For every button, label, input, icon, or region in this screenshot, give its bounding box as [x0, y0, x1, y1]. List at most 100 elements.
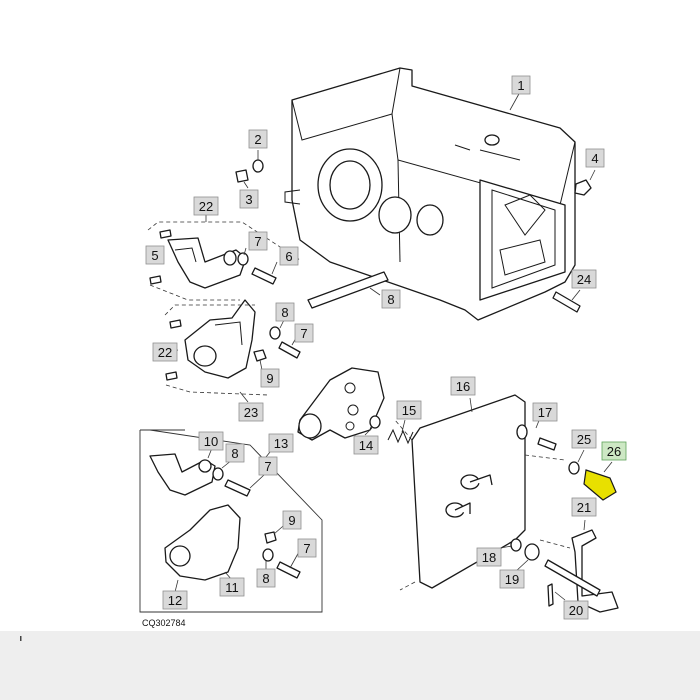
pin-22-upper[interactable]	[149, 229, 172, 285]
callout-21[interactable]: 21	[571, 497, 597, 517]
callout-22[interactable]: 22	[152, 342, 178, 362]
callout-label: 8	[387, 292, 394, 307]
reference-code: CQ302784	[142, 618, 186, 628]
callout-5[interactable]: 5	[145, 245, 165, 265]
callout-label: 7	[254, 234, 261, 249]
callout-label: 9	[266, 371, 273, 386]
callout-7[interactable]: 7	[297, 538, 317, 558]
callout-label: 1	[517, 78, 524, 93]
callout-label: 7	[264, 459, 271, 474]
lever-21[interactable]	[571, 529, 619, 613]
inset-frame	[139, 429, 323, 613]
callout-14[interactable]: 14	[353, 435, 379, 455]
bolt-7-mid[interactable]	[278, 341, 301, 359]
callout-11[interactable]: 11	[219, 577, 245, 597]
callout-8[interactable]: 8	[381, 289, 401, 309]
callout-15[interactable]: 15	[396, 400, 422, 420]
callout-12[interactable]: 12	[162, 590, 188, 610]
callout-18[interactable]: 18	[476, 547, 502, 567]
callout-label: 20	[569, 603, 583, 618]
callout-3[interactable]: 3	[239, 189, 259, 209]
callout-label: 14	[359, 438, 373, 453]
washer-8-mid[interactable]	[269, 326, 281, 340]
callout-label: 8	[262, 571, 269, 586]
washer-8-inset-upper[interactable]	[212, 467, 224, 481]
fitting-26-highlighted[interactable]	[583, 469, 617, 501]
callout-label: 18	[482, 550, 496, 565]
pin-5[interactable]	[552, 291, 581, 313]
callout-4[interactable]: 4	[585, 148, 605, 168]
bolt-3[interactable]	[235, 169, 249, 183]
pin-22-lower[interactable]	[165, 319, 182, 381]
callout-label: 8	[231, 446, 238, 461]
callout-label: 22	[199, 199, 213, 214]
callout-7[interactable]: 7	[258, 456, 278, 476]
callout-1[interactable]: 1	[511, 75, 531, 95]
washer-14[interactable]	[369, 415, 381, 429]
cover-plate-16[interactable]	[411, 394, 526, 589]
washer-18[interactable]	[510, 538, 522, 552]
callout-label: 19	[505, 572, 519, 587]
callout-10[interactable]: 10	[198, 431, 224, 451]
callout-25[interactable]: 25	[571, 429, 597, 449]
washer-8-inset-lower[interactable]	[262, 548, 274, 562]
callout-22[interactable]: 22	[193, 196, 219, 216]
callout-13[interactable]: 13	[268, 433, 294, 453]
callout-label: 6	[285, 249, 292, 264]
washer-25[interactable]	[568, 461, 580, 475]
callout-label: 17	[538, 405, 552, 420]
callout-19[interactable]: 19	[499, 569, 525, 589]
callout-label: 16	[456, 379, 470, 394]
callout-9[interactable]: 9	[282, 510, 302, 530]
bottom-bar-mark	[20, 636, 22, 641]
callout-2[interactable]: 2	[248, 129, 268, 149]
callout-label: 7	[300, 326, 307, 341]
callout-8[interactable]: 8	[275, 302, 295, 322]
nut-9-mid[interactable]	[253, 349, 267, 362]
bolt-7-inset-lower[interactable]	[276, 561, 301, 579]
bolt-7-upper[interactable]	[251, 267, 277, 285]
shaft-6[interactable]	[307, 271, 389, 309]
callout-label: 12	[168, 593, 182, 608]
lever-assembly-11[interactable]	[164, 504, 241, 581]
callout-label: 2	[254, 132, 261, 147]
washer-8-upper[interactable]	[237, 252, 249, 266]
callout-16[interactable]: 16	[450, 376, 476, 396]
callout-9[interactable]: 9	[260, 368, 280, 388]
callout-17[interactable]: 17	[532, 402, 558, 422]
washer-2[interactable]	[252, 159, 264, 173]
callout-label: 5	[151, 248, 158, 263]
spring-15[interactable]	[387, 428, 414, 445]
bolt-7-inset-upper[interactable]	[224, 479, 251, 497]
shaft-20[interactable]	[544, 559, 601, 607]
callout-20[interactable]: 20	[563, 600, 589, 620]
callout-7[interactable]: 7	[294, 323, 314, 343]
lever-assembly-23[interactable]	[184, 299, 256, 379]
callout-label: 21	[577, 500, 591, 515]
transmission-housing[interactable]	[284, 67, 576, 321]
lever-assembly-24[interactable]	[167, 237, 247, 289]
lever-assembly-10[interactable]	[149, 453, 216, 496]
callout-label: 3	[245, 192, 252, 207]
callout-6[interactable]: 6	[279, 246, 299, 266]
callout-7[interactable]: 7	[248, 231, 268, 251]
callout-label: 11	[225, 580, 239, 595]
callout-24[interactable]: 24	[571, 269, 597, 289]
callout-label: 10	[204, 434, 218, 449]
callout-label: 22	[158, 345, 172, 360]
callout-label: 9	[288, 513, 295, 528]
callout-8[interactable]: 8	[256, 568, 276, 588]
callout-label: 7	[303, 541, 310, 556]
callout-label: 24	[577, 272, 591, 287]
callout-label: 8	[281, 305, 288, 320]
callout-8[interactable]: 8	[225, 443, 245, 463]
nut-4[interactable]	[574, 179, 592, 196]
callout-26[interactable]: 26	[601, 441, 627, 461]
callout-23[interactable]: 23	[238, 402, 264, 422]
callout-label: 25	[577, 432, 591, 447]
seal-19[interactable]	[524, 543, 540, 561]
nut-9-inset[interactable]	[264, 531, 277, 544]
callout-label: 4	[591, 151, 598, 166]
fastener-17[interactable]	[516, 424, 557, 451]
